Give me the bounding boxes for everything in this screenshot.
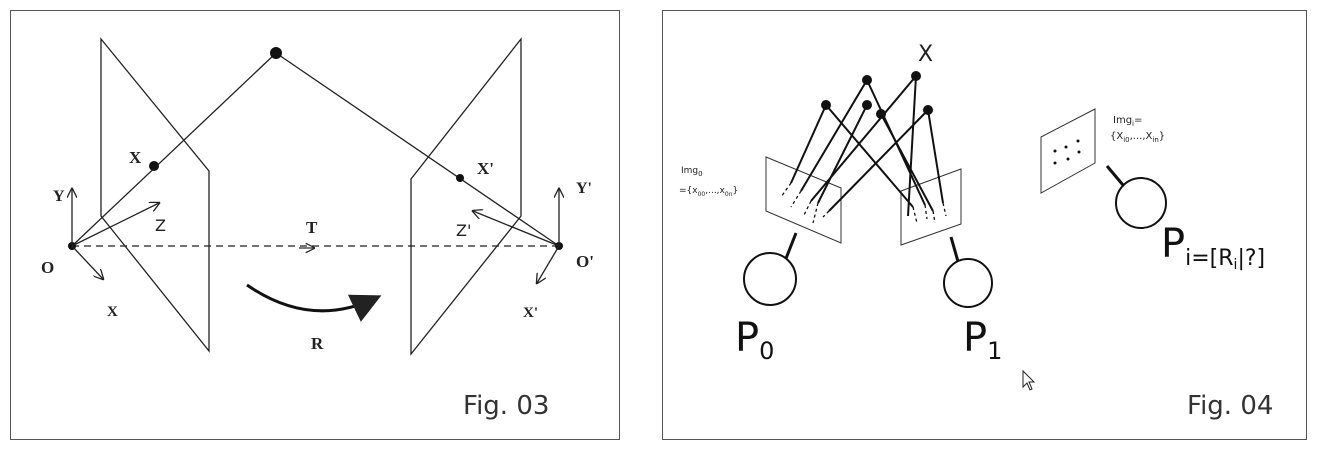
label-t: T bbox=[306, 218, 318, 237]
label-imgi-set: {Xi0,...,Xin} bbox=[1110, 131, 1165, 144]
camera-0-axis bbox=[783, 232, 798, 262]
label-z-axis: Z bbox=[155, 216, 166, 235]
axis-x-right bbox=[537, 245, 560, 283]
label-o-prime: O' bbox=[576, 252, 594, 271]
label-imgi: Imgi= bbox=[1113, 115, 1142, 128]
axis-x-left bbox=[71, 245, 103, 279]
figure-04-panel: X bbox=[662, 10, 1307, 440]
camera-i bbox=[1115, 177, 1167, 229]
camera-0 bbox=[743, 252, 797, 306]
right-image-plane bbox=[410, 37, 522, 356]
label-y-axis: Y bbox=[53, 188, 65, 205]
label-x: X bbox=[918, 42, 933, 67]
epipolar-diagram: X X' Y Z O X T R Y' Z' O' X' Fig. 03 bbox=[41, 37, 594, 421]
label-x-axis: X bbox=[107, 304, 118, 320]
label-x-point: X bbox=[129, 148, 142, 167]
label-pi: Pi=[Ri|?] bbox=[1161, 221, 1265, 273]
label-img0: Img0 bbox=[681, 166, 703, 178]
label-x-axis-prime: X' bbox=[523, 305, 538, 321]
mouse-cursor-icon bbox=[1022, 369, 1036, 391]
figure-caption: Fig. 03 bbox=[463, 391, 549, 421]
figure-03-panel: X X' Y Z O X T R Y' Z' O' X' Fig. 03 bbox=[10, 10, 620, 440]
label-o: O bbox=[41, 258, 54, 277]
image-point-x bbox=[149, 161, 159, 171]
label-z-prime: Z' bbox=[456, 221, 471, 240]
image-plane-0 bbox=[765, 156, 842, 244]
camera-1 bbox=[943, 258, 993, 308]
rotation-arrow bbox=[246, 283, 382, 322]
axis-z-left bbox=[71, 203, 159, 247]
label-x-point-prime: X' bbox=[477, 159, 494, 178]
axis-z-right bbox=[473, 211, 560, 247]
label-y-prime: Y' bbox=[576, 180, 592, 197]
projection-rays bbox=[790, 75, 944, 217]
left-image-plane bbox=[100, 37, 210, 353]
image-plane-i bbox=[1040, 108, 1096, 194]
image-i-points bbox=[1053, 139, 1081, 165]
projection-rays-dashed bbox=[780, 182, 947, 224]
figure-caption: Fig. 04 bbox=[1187, 391, 1273, 421]
label-r: R bbox=[311, 334, 324, 353]
label-p0: P0 bbox=[735, 315, 774, 365]
ray-right bbox=[275, 52, 560, 247]
label-img0-set: ={x00,...,x0n} bbox=[679, 186, 738, 198]
image-point-x-prime bbox=[456, 174, 464, 182]
world-point bbox=[270, 47, 282, 59]
multi-view-diagram: X bbox=[679, 42, 1273, 421]
label-p1: P1 bbox=[963, 315, 1002, 365]
ray-left bbox=[71, 52, 277, 247]
